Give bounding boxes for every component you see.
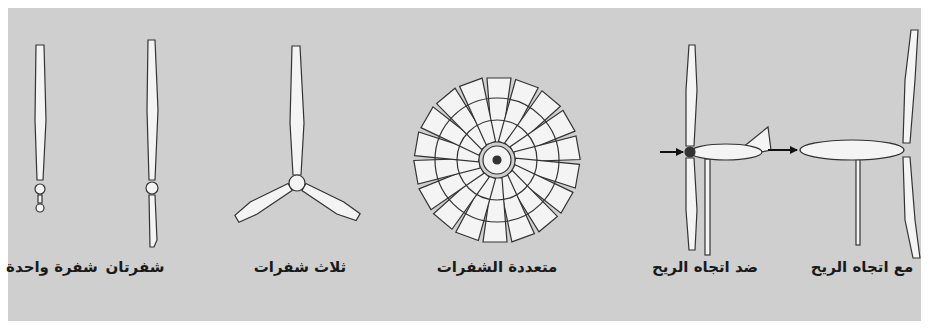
wind-arrow xyxy=(768,149,797,151)
wind-arrow xyxy=(660,151,683,153)
downwind-turbine xyxy=(800,30,920,258)
three-blade-rotor xyxy=(233,46,361,224)
type-label: ثلاث شفرات xyxy=(254,258,346,278)
type-label: شفرتان xyxy=(106,258,165,278)
type-label: متعددة الشفرات xyxy=(437,258,558,278)
two-blade-rotor xyxy=(146,40,158,247)
type-label: ضد اتجاه الريح xyxy=(652,258,758,278)
single-blade-rotor xyxy=(35,45,46,212)
type-label: مع اتجاه الريح xyxy=(811,258,914,278)
upwind-turbine xyxy=(685,45,771,255)
multi-blade-rotor xyxy=(414,78,580,242)
background-panel xyxy=(8,8,921,321)
type-label: شفرة واحدة xyxy=(6,258,98,278)
